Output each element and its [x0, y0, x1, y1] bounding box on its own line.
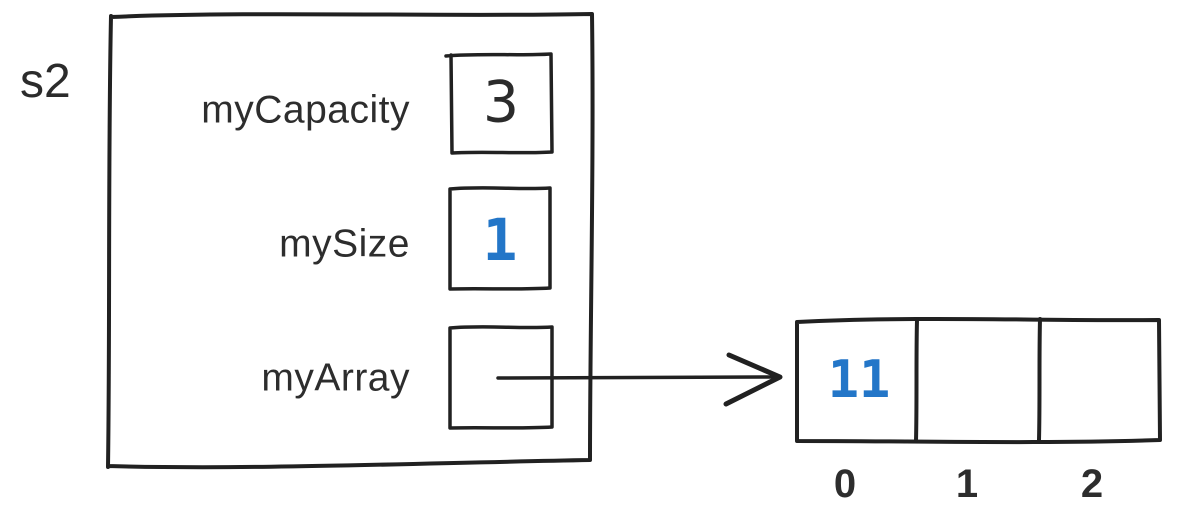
array-index-label-2: 2 [1080, 462, 1104, 506]
field-value-mycapacity: 3 [482, 69, 520, 136]
array-cell-value-0: 11 [827, 350, 891, 410]
object-box-outline [106, 12, 595, 470]
array-cell-divider-2 [1037, 317, 1042, 442]
field-value-mysize: 1 [482, 206, 518, 274]
field-box-myarray [448, 325, 554, 430]
field-label-mysize: mySize [279, 222, 410, 266]
array-box-outline [795, 316, 1162, 445]
array-cell-divider-1 [914, 318, 919, 443]
array-index-label-1: 1 [955, 462, 979, 506]
pointer-arrow-shaft [496, 375, 781, 380]
object-reference-label: s2 [20, 55, 71, 108]
field-box-mycapacity [444, 52, 554, 155]
field-label-myarray: myArray [261, 356, 410, 400]
array-index-label-0: 0 [833, 462, 857, 506]
field-label-mycapacity: myCapacity [201, 88, 410, 132]
field-box-mysize [448, 186, 552, 291]
pointer-arrow-head-icon [723, 352, 783, 407]
